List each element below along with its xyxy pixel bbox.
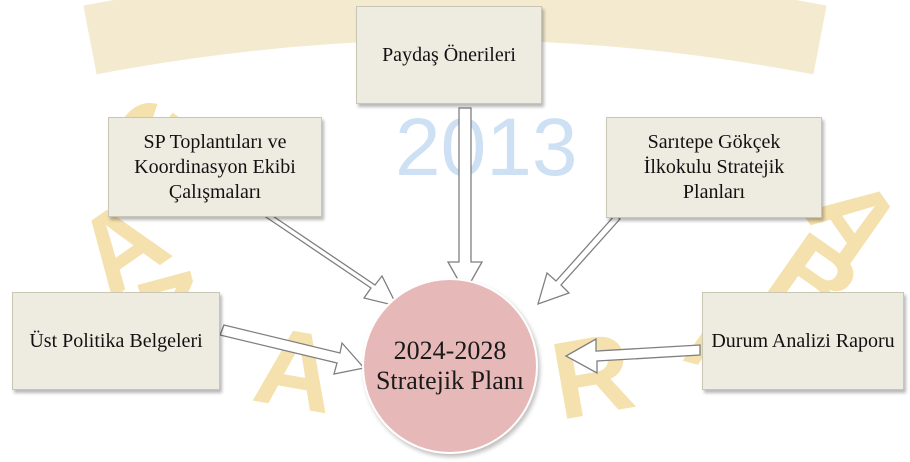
source-box-ust-politika: Üst Politika Belgeleri xyxy=(12,292,220,390)
center-title: 2024-2028 Stratejik Planı xyxy=(375,336,525,395)
source-box-paydas: Paydaş Önerileri xyxy=(356,6,542,104)
arrow-from-sp xyxy=(255,207,399,307)
arrow-from-paydas xyxy=(446,107,484,294)
arrow-from-durum xyxy=(564,337,701,375)
source-box-saritepe: Sarıtepe Gökçek İlkokulu Stratejik Planl… xyxy=(606,117,822,218)
source-box-sp-meetings: SP Toplantıları ve Koordinasyon Ekibi Ça… xyxy=(108,117,322,217)
source-label-durum-analizi: Durum Analizi Raporu xyxy=(711,329,895,352)
source-label-paydas: Paydaş Önerileri xyxy=(382,44,516,66)
source-label-saritepe: Sarıtepe Gökçek İlkokulu Stratejik Planl… xyxy=(643,131,785,203)
watermark-year: 2013 xyxy=(395,102,577,193)
center-circle: 2024-2028 Stratejik Planı xyxy=(362,278,538,454)
source-label-sp-meetings: SP Toplantıları ve Koordinasyon Ekibi Ça… xyxy=(134,130,296,203)
arrow-from-ust xyxy=(219,324,366,375)
source-box-durum-analizi: Durum Analizi Raporu xyxy=(702,292,904,390)
source-label-ust-politika: Üst Politika Belgeleri xyxy=(29,329,203,352)
arrow-from-saritepe xyxy=(537,214,621,306)
